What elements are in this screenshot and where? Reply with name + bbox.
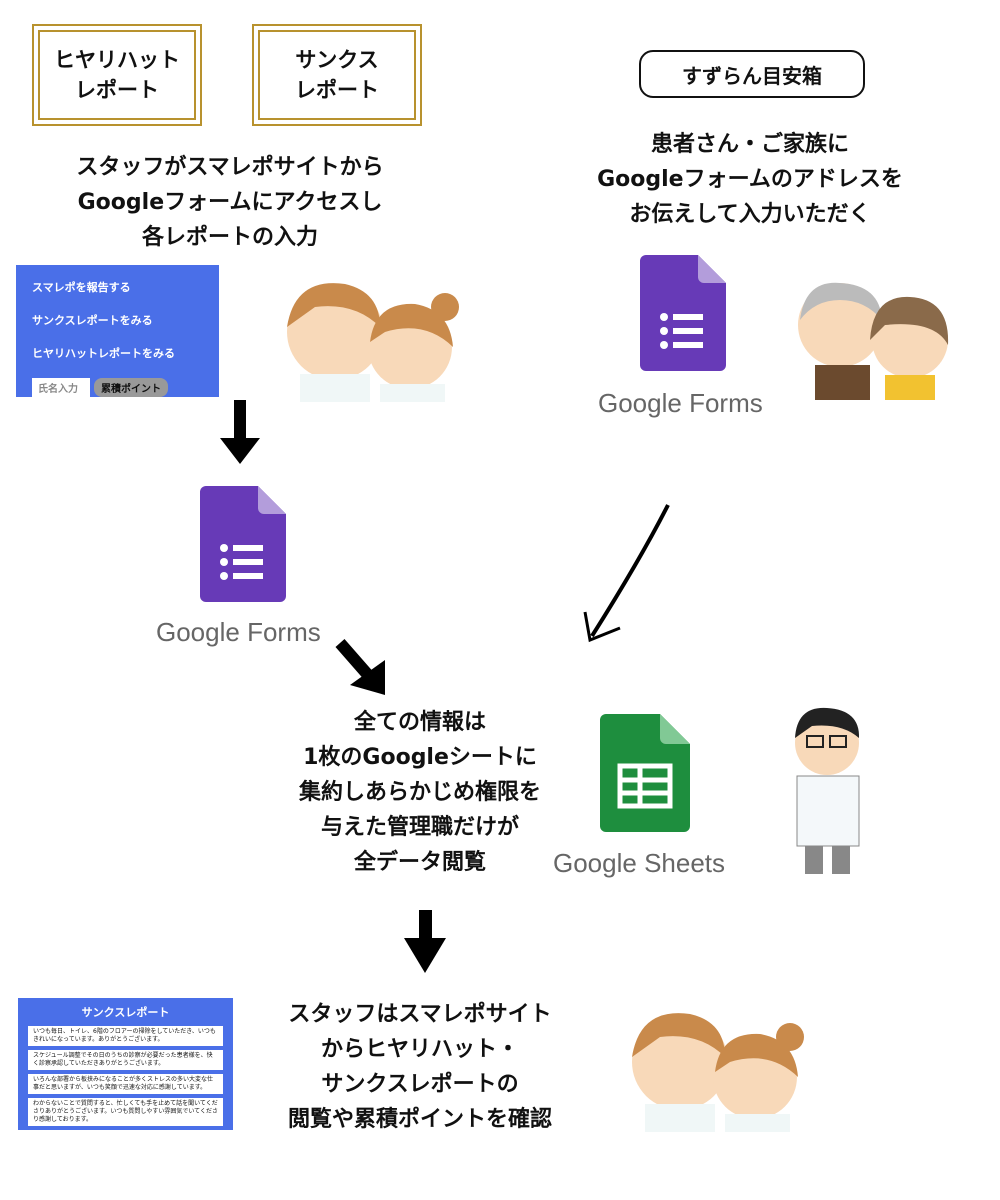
arrow-diagonal-icon bbox=[335, 639, 385, 695]
hiyari-report-box: ヒヤリハット レポート bbox=[32, 24, 202, 126]
thanks-card: いつも毎日、トイレ、6階のフロアーの掃除をしていただき、いつもきれいになっていま… bbox=[28, 1026, 223, 1046]
staff-input-text: スタッフがスマレポサイトから Googleフォームにアクセスし 各レポートの入力 bbox=[76, 155, 384, 250]
suzuran-box-label: すずらん目安箱 bbox=[639, 50, 865, 98]
staff-view-text: スタッフはスマレポサイト からヒヤリハット・ サンクスレポートの 閲覧や累積ポイ… bbox=[287, 1002, 552, 1132]
staff-illustration bbox=[632, 1013, 804, 1132]
google-forms-label: Google Forms bbox=[156, 617, 321, 647]
thanks-card: スケジュール調整でその日のうちの診察が必要だった患者様を、快く診察承認していただ… bbox=[28, 1050, 223, 1070]
google-sheets-label: Google Sheets bbox=[553, 848, 726, 878]
thanks-page-title: サンクスレポート bbox=[81, 1006, 170, 1019]
google-forms-icon bbox=[640, 255, 726, 371]
aggregate-text: 全ての情報は 1枚のGoogleシートに 集約しあらかじめ権限を 与えた管理職だ… bbox=[298, 710, 541, 875]
arrow-down-icon bbox=[404, 910, 446, 973]
google-sheets-icon bbox=[600, 714, 690, 832]
arrow-down-icon bbox=[220, 400, 260, 464]
patient-family-illustration bbox=[798, 282, 949, 400]
thanks-report-screenshot: サンクスレポート いつも毎日、トイレ、6階のフロアーの掃除をしていただき、いつも… bbox=[18, 998, 233, 1130]
thanks-report-box: サンクス レポート bbox=[252, 24, 422, 126]
points-button: 累積ポイント bbox=[94, 378, 168, 397]
thanks-card: わからないことで質問すると、忙しくても手を止めて話を聞いてくださりありがとうござ… bbox=[28, 1098, 223, 1126]
smarepo-site-screenshot: スマレポを報告する サンクスレポートをみる ヒヤリハットレポートをみる 氏名入力… bbox=[16, 265, 219, 397]
doctor-illustration bbox=[795, 707, 860, 874]
site-link: サンクスレポートをみる bbox=[32, 314, 153, 327]
staff-illustration bbox=[287, 283, 459, 402]
thanks-card: いろんな部署から板挟みになることが多くストレスの多い大変な仕事だと思いますが、い… bbox=[28, 1074, 223, 1094]
google-forms-icon bbox=[200, 486, 286, 602]
name-input: 氏名入力 bbox=[32, 378, 90, 397]
arrow-hand-drawn-icon bbox=[583, 504, 670, 643]
site-link: スマレポを報告する bbox=[32, 281, 131, 294]
google-forms-label: Google Forms bbox=[598, 388, 763, 418]
patient-input-text: 患者さん・ご家族に Googleフォームのアドレスを お伝えして入力いただく bbox=[597, 132, 903, 227]
site-link: ヒヤリハットレポートをみる bbox=[32, 347, 175, 360]
